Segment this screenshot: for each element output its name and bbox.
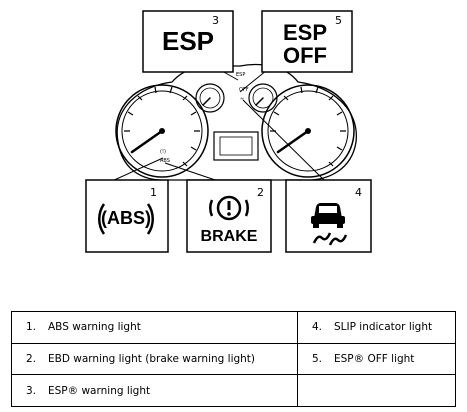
car-skid-icon xyxy=(311,203,348,246)
legend-index: 2. xyxy=(26,352,37,365)
legend-index: 1. xyxy=(26,321,37,334)
callout-number: 4 xyxy=(355,186,362,199)
callout-number: 5 xyxy=(335,14,342,27)
legend-text: SLIP indicator light xyxy=(334,321,433,334)
brake-warning-icon xyxy=(209,195,249,221)
fuel-gauge xyxy=(195,83,225,113)
callout-number: 2 xyxy=(257,186,264,199)
table-row: 3. ESP® warning light xyxy=(11,374,456,407)
legend-cell: 3. ESP® warning light xyxy=(11,374,298,407)
esp-callout-label: ESP xyxy=(162,26,214,56)
table-row: 2. EBD warning light (brake warning light… xyxy=(11,342,456,376)
legend-text: ABS warning light xyxy=(48,321,141,334)
instrument-cluster xyxy=(115,63,357,181)
legend-index: 3. xyxy=(26,384,37,397)
svg-text:≈: ≈ xyxy=(240,96,244,102)
legend-index: 4. xyxy=(312,321,323,334)
table-row: 1. ABS warning light 4. SLIP indicator lig… xyxy=(11,311,456,344)
legend-cell xyxy=(297,374,456,407)
esp-off-callout-line2: OFF xyxy=(283,43,327,68)
legend-text: ESP® warning light xyxy=(48,384,151,397)
legend-index: 5. xyxy=(312,352,323,365)
speedometer-gauge xyxy=(115,84,209,178)
legend-text: EBD warning light (brake warning light) xyxy=(48,352,256,365)
legend-cell: 2. EBD warning light (brake warning light… xyxy=(11,342,298,376)
brake-callout-label: BRAKE xyxy=(201,228,258,245)
legend-cell: 4. SLIP indicator light xyxy=(297,311,456,344)
legend-cell: 5. ESP® OFF light xyxy=(297,342,456,376)
brake-warning-callout: BRAKE 2 xyxy=(186,179,272,253)
legend-text: ESP® OFF light xyxy=(334,352,415,365)
abs-warning-callout: (ABS) 1 xyxy=(85,179,169,253)
svg-text:OFF: OFF xyxy=(239,87,249,93)
svg-text:ESP: ESP xyxy=(236,72,245,78)
callout-number: 1 xyxy=(150,186,157,199)
esp-off-callout-line1: ESP xyxy=(283,20,327,45)
svg-text:ABS: ABS xyxy=(160,158,170,164)
abs-callout-label: (ABS) xyxy=(101,208,151,228)
esp-warning-callout: ESP 3 xyxy=(142,10,234,73)
center-display xyxy=(213,131,259,161)
tachometer-gauge xyxy=(261,84,355,178)
callout-number: 3 xyxy=(212,14,219,27)
legend-table: 1. ABS warning light 4. SLIP indicator lig… xyxy=(11,311,456,407)
esp-off-callout: ESP OFF 5 xyxy=(261,10,353,73)
instrument-cluster-diagram: ESP OFF ≈ (!) ABS ESP 3 ESP OFF 5 (ABS) … xyxy=(85,10,372,253)
slip-indicator-callout: 4 xyxy=(285,179,372,253)
legend-cell: 1. ABS warning light xyxy=(11,311,298,344)
svg-text:(!): (!) xyxy=(160,149,166,155)
temperature-gauge xyxy=(248,83,278,113)
